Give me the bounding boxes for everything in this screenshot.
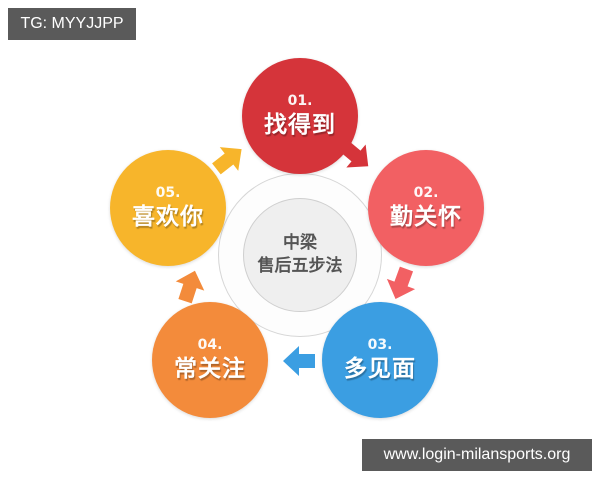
step-number: 02. [413, 185, 439, 201]
arrow-icon-05-to-01 [212, 147, 242, 175]
step-label: 常关注 [174, 356, 246, 382]
step-05-circle: 05. 喜欢你 [110, 150, 226, 266]
arrow-icon-04-to-05 [175, 270, 205, 304]
step-label: 找得到 [264, 112, 336, 138]
step-01-circle: 01. 找得到 [242, 58, 358, 174]
center-title-line1: 中梁 [283, 233, 317, 253]
step-number: 01. [287, 93, 313, 109]
step-number: 03. [367, 337, 393, 353]
center-hub: 中梁 售后五步法 [243, 198, 357, 312]
step-label: 喜欢你 [132, 204, 204, 230]
arrow-icon-02-to-03 [386, 266, 416, 300]
center-title-line2: 售后五步法 [257, 256, 343, 276]
step-03-circle: 03. 多见面 [322, 302, 438, 418]
step-number: 04. [197, 337, 223, 353]
arrow-icon-01-to-02 [339, 140, 369, 168]
step-label: 勤关怀 [390, 204, 462, 230]
step-label: 多见面 [344, 356, 416, 382]
step-number: 05. [155, 185, 181, 201]
arrow-icon-03-to-04 [283, 346, 315, 376]
step-02-circle: 02. 勤关怀 [368, 150, 484, 266]
watermark-bottom-right: www.login-milansports.org [362, 439, 592, 471]
step-04-circle: 04. 常关注 [152, 302, 268, 418]
watermark-top-left: TG: MYYJJPP [8, 8, 136, 40]
